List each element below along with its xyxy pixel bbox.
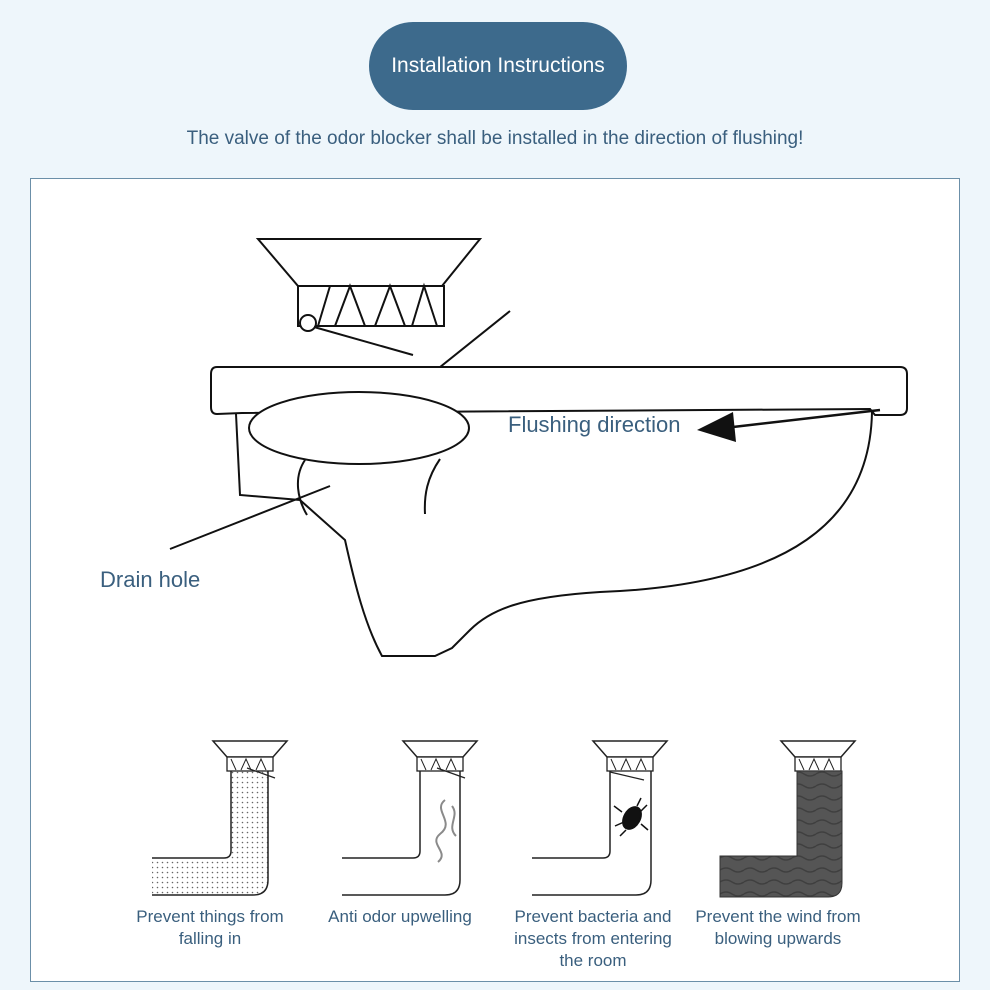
- flushing-arrow: [697, 408, 881, 442]
- feature-odor-illustration: [342, 740, 479, 896]
- feature-caption-bug: Prevent bacteria and insects from enteri…: [514, 907, 672, 970]
- feature-caption-odor: Anti odor upwelling: [328, 907, 472, 926]
- feature-caption-debris: Prevent things from falling in: [136, 907, 284, 948]
- feature-bug-illustration: [532, 740, 669, 896]
- feature-caption-wind: Prevent the wind from blowing upwards: [695, 907, 861, 948]
- bug-icon: [613, 797, 649, 837]
- drain-hole-label: Drain hole: [100, 567, 201, 592]
- drain-pointer-line: [169, 485, 331, 550]
- title-badge: Installation Instructions: [369, 22, 627, 110]
- feature-wind-illustration: [719, 740, 857, 898]
- toilet-bowl: [210, 366, 908, 657]
- odor-blocker-valve: [255, 238, 483, 356]
- feature-debris-illustration: [152, 740, 289, 896]
- installation-note: The valve of the odor blocker shall be i…: [186, 128, 804, 149]
- page-title: Installation Instructions: [391, 54, 605, 77]
- flushing-direction-label: Flushing direction: [508, 412, 681, 437]
